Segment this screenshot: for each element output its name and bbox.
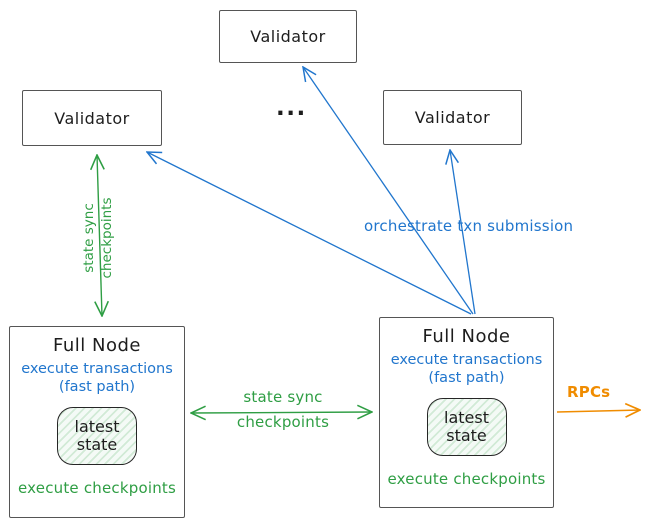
full-node-left-exec: execute transactions (fast path) [21, 361, 173, 396]
rpcs-label: RPCs [567, 383, 611, 401]
full-node-right-exec-line2: (fast path) [428, 369, 505, 386]
latest-state-right-line1: latest [444, 408, 489, 428]
full-node-left-footer: execute checkpoints [17, 479, 177, 498]
latest-state-right-line2: state [446, 426, 487, 446]
validator-right-label: Validator [414, 108, 491, 127]
full-node-right-exec: execute transactions (fast path) [391, 352, 543, 387]
edge-orchestrate-to-right-validator [450, 150, 476, 315]
state-sync-vertical-label-line1: state sync [81, 203, 97, 273]
edge-state-sync-vertical [97, 155, 102, 316]
latest-state-box-right: latest state [426, 398, 507, 457]
orchestrate-txn-label: orchestrate txn submission [364, 217, 574, 235]
latest-state-left-line2: state [76, 435, 118, 455]
full-node-left-exec-line1: execute transactions [21, 361, 173, 377]
full-node-box-left: Full Node execute transactions (fast pat… [9, 326, 185, 518]
latest-state-box-left: latest state [57, 407, 137, 466]
validator-box-right: Validator [383, 90, 522, 145]
more-validators-ellipsis: ... [276, 95, 307, 121]
state-sync-vertical-label-line2: checkpoints [99, 197, 116, 279]
full-node-left-exec-line2: (fast path) [58, 378, 136, 395]
full-node-right-footer: execute checkpoints [387, 470, 546, 489]
state-sync-horizontal-label-line2: checkpoints [236, 413, 330, 431]
full-node-left-title: Full Node [53, 335, 141, 356]
full-node-right-title: Full Node [422, 326, 511, 347]
edge-rpcs [556, 410, 640, 412]
full-node-box-right: Full Node execute transactions (fast pat… [379, 317, 554, 508]
latest-state-left-line1: latest [74, 417, 120, 437]
edge-state-sync-horizontal [191, 412, 372, 413]
edge-orchestrate-to-left-validator [147, 152, 472, 315]
state-sync-horizontal-label-line1: state sync [243, 388, 323, 406]
validator-box-left: Validator [22, 90, 162, 146]
state-sync-vertical-label: state sync checkpoints [80, 183, 120, 293]
validator-left-label: Validator [54, 108, 130, 128]
full-node-right-exec-line1: execute transactions [390, 352, 543, 368]
validator-box-middle: Validator [219, 10, 357, 63]
edge-orchestrate-to-middle-validator [303, 67, 474, 315]
validator-middle-label: Validator [250, 27, 326, 46]
